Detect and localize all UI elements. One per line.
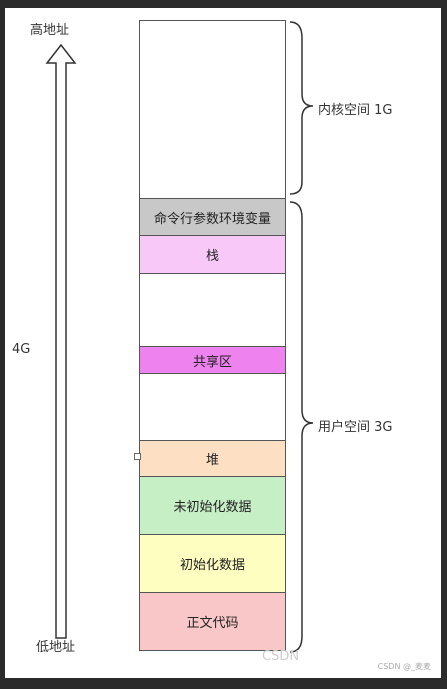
bss-segment: 未初始化数据 — [139, 477, 286, 535]
address-arrow-icon — [45, 43, 77, 639]
diagram-canvas: 高地址 低地址 4G 内核空间 1G 用户空间 3G 命令行参数环境变量 栈 共… — [5, 8, 441, 678]
watermark: CSDN — [262, 649, 300, 664]
user-brace-icon — [289, 201, 314, 653]
kernel-segment — [139, 20, 286, 199]
low-address-label: 低地址 — [36, 640, 76, 655]
kernel-space-label: 内核空间 1G — [318, 103, 393, 118]
shared-segment: 共享区 — [139, 347, 286, 374]
selection-handle[interactable] — [134, 453, 141, 460]
stack-gap-segment — [139, 274, 286, 347]
address-size-label: 4G — [12, 342, 31, 357]
user-space-label: 用户空间 3G — [318, 420, 393, 435]
text-segment: 正文代码 — [139, 593, 286, 651]
data-segment: 初始化数据 — [139, 535, 286, 593]
kernel-brace-icon — [289, 21, 314, 195]
stack-segment: 栈 — [139, 236, 286, 274]
high-address-label: 高地址 — [30, 23, 70, 38]
footer-credit: CSDN @_麦麦 — [377, 662, 431, 671]
heap-segment: 堆 — [139, 441, 286, 477]
heap-gap-segment — [139, 374, 286, 441]
args-env-segment: 命令行参数环境变量 — [139, 199, 286, 236]
